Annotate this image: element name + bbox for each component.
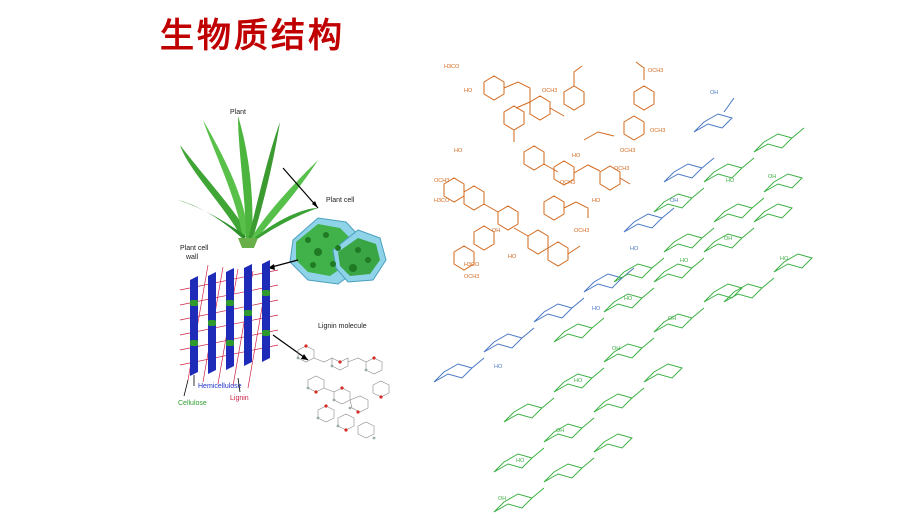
svg-text:OH: OH xyxy=(668,316,676,322)
slide-title: 生物质结构 xyxy=(160,16,345,56)
lignin-molecule-label: Lignin molecule xyxy=(318,323,367,330)
svg-text:OH: OH xyxy=(612,346,620,352)
svg-text:HO: HO xyxy=(592,198,601,204)
wall-to-lignin-arrow xyxy=(272,334,309,361)
svg-text:HO: HO xyxy=(516,458,525,464)
plant-cell-icon xyxy=(289,217,387,285)
plant-cell-label: Plant cell xyxy=(326,197,355,204)
svg-text:H3CO: H3CO xyxy=(444,64,460,70)
svg-text:HO: HO xyxy=(726,178,735,184)
svg-text:HO: HO xyxy=(508,254,517,260)
svg-text:HO: HO xyxy=(572,153,581,159)
svg-text:OH: OH xyxy=(670,198,678,204)
plant-to-cell-arrow xyxy=(282,167,319,209)
svg-text:HO: HO xyxy=(624,296,633,302)
svg-text:OCH3: OCH3 xyxy=(560,180,575,186)
plant-cell-wall-label-2: wall xyxy=(185,254,199,261)
svg-text:HO: HO xyxy=(464,88,473,94)
svg-text:H3CO: H3CO xyxy=(464,262,480,268)
svg-text:OH: OH xyxy=(492,228,500,234)
plant-cell-wall-label-1: Plant cell xyxy=(180,245,209,252)
svg-text:OH: OH xyxy=(710,90,718,96)
svg-text:OCH3: OCH3 xyxy=(614,166,629,172)
svg-text:HO: HO xyxy=(494,364,503,370)
biomass-chemical-structure: H3CO HO OCH3 OCH3 OCH3 HO HO OCH3 OCH3 O… xyxy=(433,61,813,513)
cellulose-structure: OH HO OH HO OH HO OH HO OH HO OH HO xyxy=(493,127,813,513)
cellulose-label: Cellulose xyxy=(178,400,207,407)
svg-text:OCH3: OCH3 xyxy=(620,148,635,154)
plant-structure-illustration: Plant Plant cell Plant cell wall xyxy=(178,109,390,440)
lignin-structure: H3CO HO OCH3 OCH3 OCH3 HO HO OCH3 OCH3 O… xyxy=(434,61,665,280)
svg-text:OCH3: OCH3 xyxy=(434,178,449,184)
plant-icon xyxy=(178,116,318,248)
svg-text:OCH3: OCH3 xyxy=(574,228,589,234)
lignin-molecule-icon xyxy=(296,344,390,440)
svg-text:HO: HO xyxy=(630,246,639,252)
svg-text:OCH3: OCH3 xyxy=(464,274,479,280)
cell-wall-mesh xyxy=(179,260,279,389)
svg-text:H3CO: H3CO xyxy=(434,198,450,204)
svg-text:OH: OH xyxy=(768,174,776,180)
svg-text:HO: HO xyxy=(574,378,583,384)
svg-text:HO: HO xyxy=(780,256,789,262)
lignin-label: Lignin xyxy=(230,395,249,402)
svg-text:OH: OH xyxy=(724,236,732,242)
svg-text:HO: HO xyxy=(454,148,463,154)
svg-text:HO: HO xyxy=(680,258,689,264)
svg-text:OCH3: OCH3 xyxy=(650,128,665,134)
hemicellulose-structure: HO HO OH OH HO xyxy=(433,90,735,383)
svg-text:OCH3: OCH3 xyxy=(648,68,663,74)
plant-label: Plant xyxy=(230,109,246,116)
svg-text:OH: OH xyxy=(556,428,564,434)
svg-text:OH: OH xyxy=(498,496,506,502)
hemicellulose-label: Hemicellulose xyxy=(198,383,242,390)
svg-text:HO: HO xyxy=(592,306,601,312)
svg-text:OCH3: OCH3 xyxy=(542,88,557,94)
